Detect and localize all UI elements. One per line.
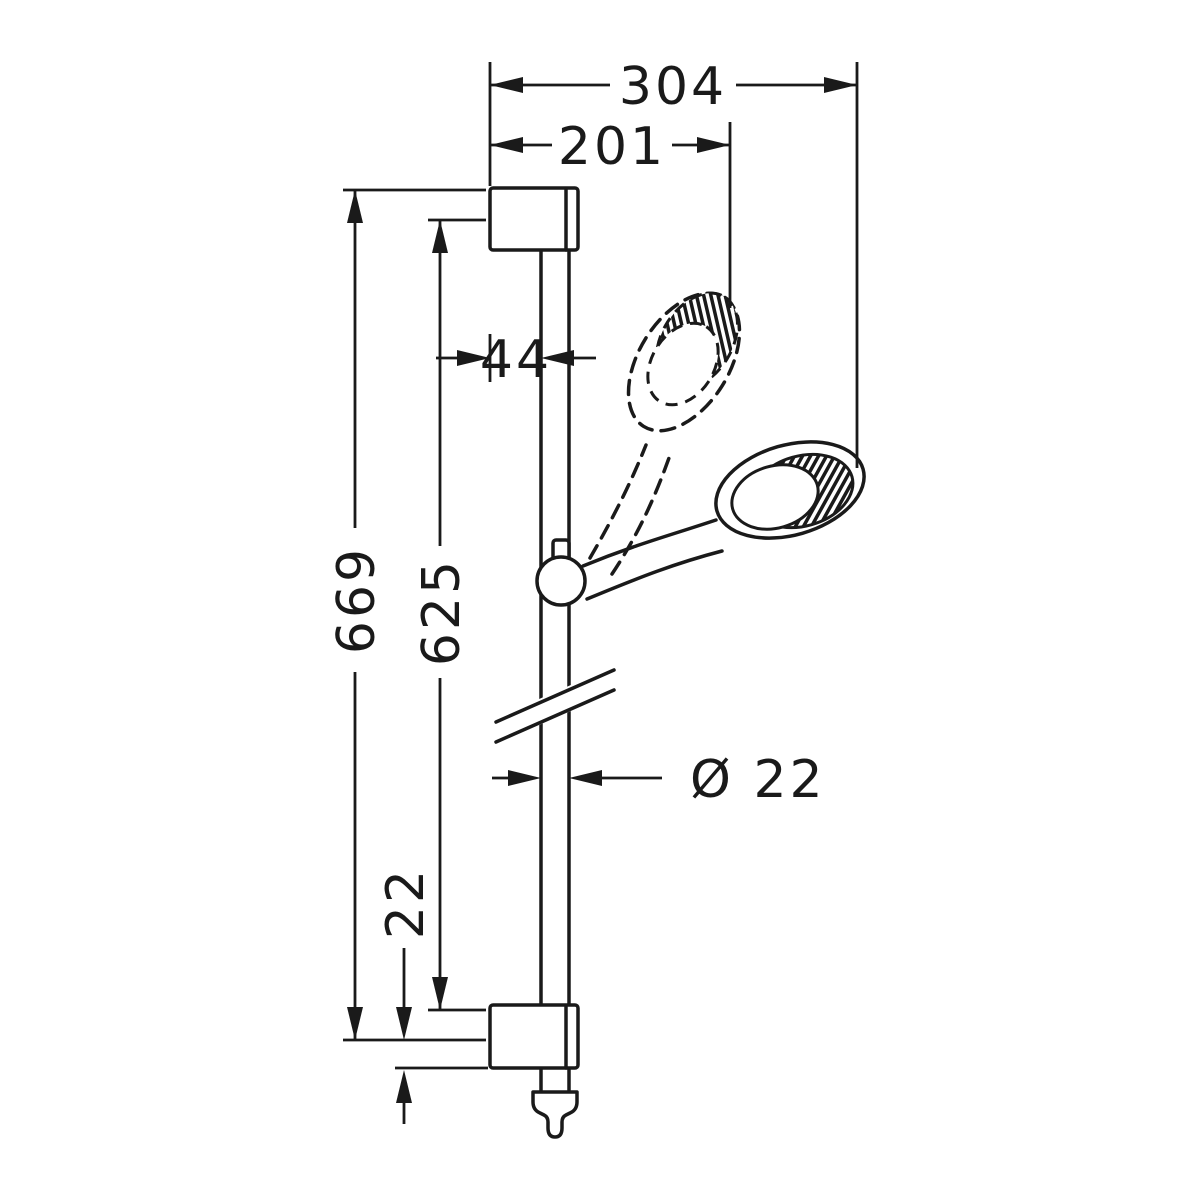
arrowhead-top: [347, 190, 363, 223]
dim-304-label: 304: [619, 57, 727, 117]
arrowhead-right: [569, 770, 602, 786]
break-mask: [496, 666, 614, 744]
dim-304: 304: [488, 57, 859, 468]
dim-201-label: 201: [558, 117, 666, 177]
bar-end-cap: [531, 1090, 579, 1139]
spray-face-inner: [730, 463, 820, 531]
arrowhead-left: [457, 350, 490, 366]
wall-bar: [488, 186, 580, 1139]
arrowhead-left: [508, 770, 541, 786]
dim-669: 669: [327, 188, 486, 1042]
handle-top: [581, 518, 718, 568]
hand-shower: [581, 440, 866, 601]
dim-44: 44: [436, 330, 596, 390]
top-bracket: [488, 186, 580, 252]
dim-22-label: 22: [376, 867, 436, 939]
dim-diameter-22: Ø 22: [492, 750, 826, 810]
dashed-handle-bottom: [610, 456, 671, 576]
dashed-spray-face-inner: [646, 321, 720, 407]
arrowhead-right: [697, 137, 730, 153]
break-line-lower: [494, 688, 616, 744]
break-line-upper: [494, 668, 616, 724]
bar-break-marks: [494, 666, 616, 744]
arrowhead-bottom: [396, 1070, 412, 1103]
arrowhead-left: [490, 77, 523, 93]
arrowhead-top: [432, 220, 448, 253]
arrowhead-bottom: [347, 1007, 363, 1040]
holder-knob: [535, 555, 587, 607]
arrowhead-right: [541, 350, 574, 366]
dim-625: 625: [412, 218, 486, 1012]
hand-shower-alt-position: [588, 291, 742, 576]
dim-201: 201: [490, 117, 732, 308]
arrowhead-bottom: [432, 977, 448, 1010]
dim-diameter-label: Ø 22: [690, 750, 826, 810]
slider-holder: [535, 538, 587, 607]
dashed-handle-top: [588, 443, 648, 560]
dim-44-label: 44: [480, 330, 552, 390]
arrowhead-right: [824, 77, 857, 93]
arrowhead-left: [490, 137, 523, 153]
dim-22: 22: [376, 867, 488, 1124]
dim-625-label: 625: [412, 558, 472, 666]
dim-669-label: 669: [327, 546, 387, 654]
handle-bottom: [585, 549, 724, 601]
arrowhead-top: [396, 1007, 412, 1040]
bottom-bracket: [488, 1003, 580, 1070]
